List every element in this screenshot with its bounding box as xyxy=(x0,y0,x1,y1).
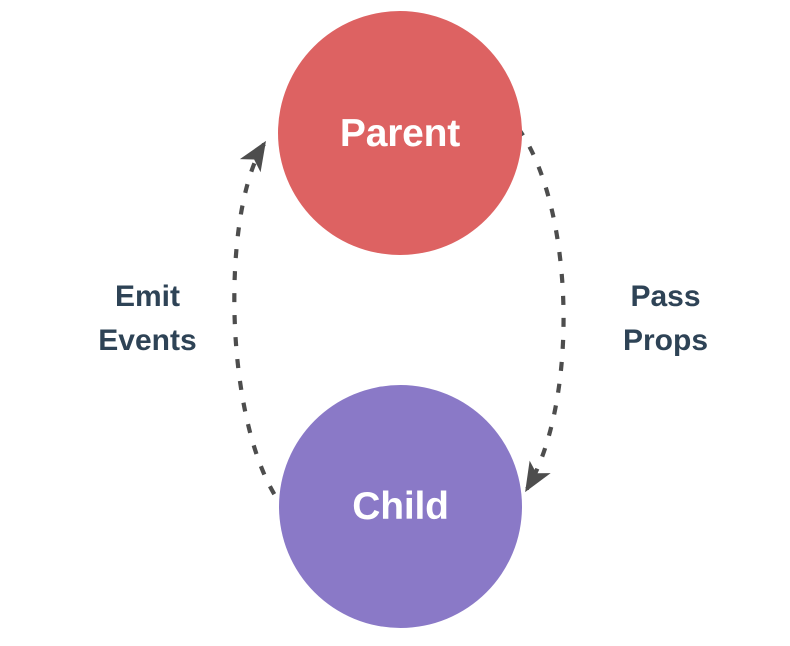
edge-label-emit-events-line1: Emit xyxy=(114,280,180,313)
edge-label-pass-props: Pass Props xyxy=(578,275,753,363)
node-child[interactable]: Child xyxy=(279,385,522,628)
edge-label-pass-props-line1: Pass xyxy=(630,280,701,313)
node-parent[interactable]: Parent xyxy=(278,11,522,255)
edge-emit-events-path xyxy=(232,140,289,514)
edge-label-pass-props-line2: Props xyxy=(622,324,709,357)
edge-label-emit-events-line2: Events xyxy=(98,324,197,357)
edge-pass-props-path xyxy=(516,126,566,493)
node-parent-label: Parent xyxy=(339,111,461,155)
node-child-label: Child xyxy=(352,485,449,528)
edge-label-emit-events: Emit Events xyxy=(60,275,235,363)
